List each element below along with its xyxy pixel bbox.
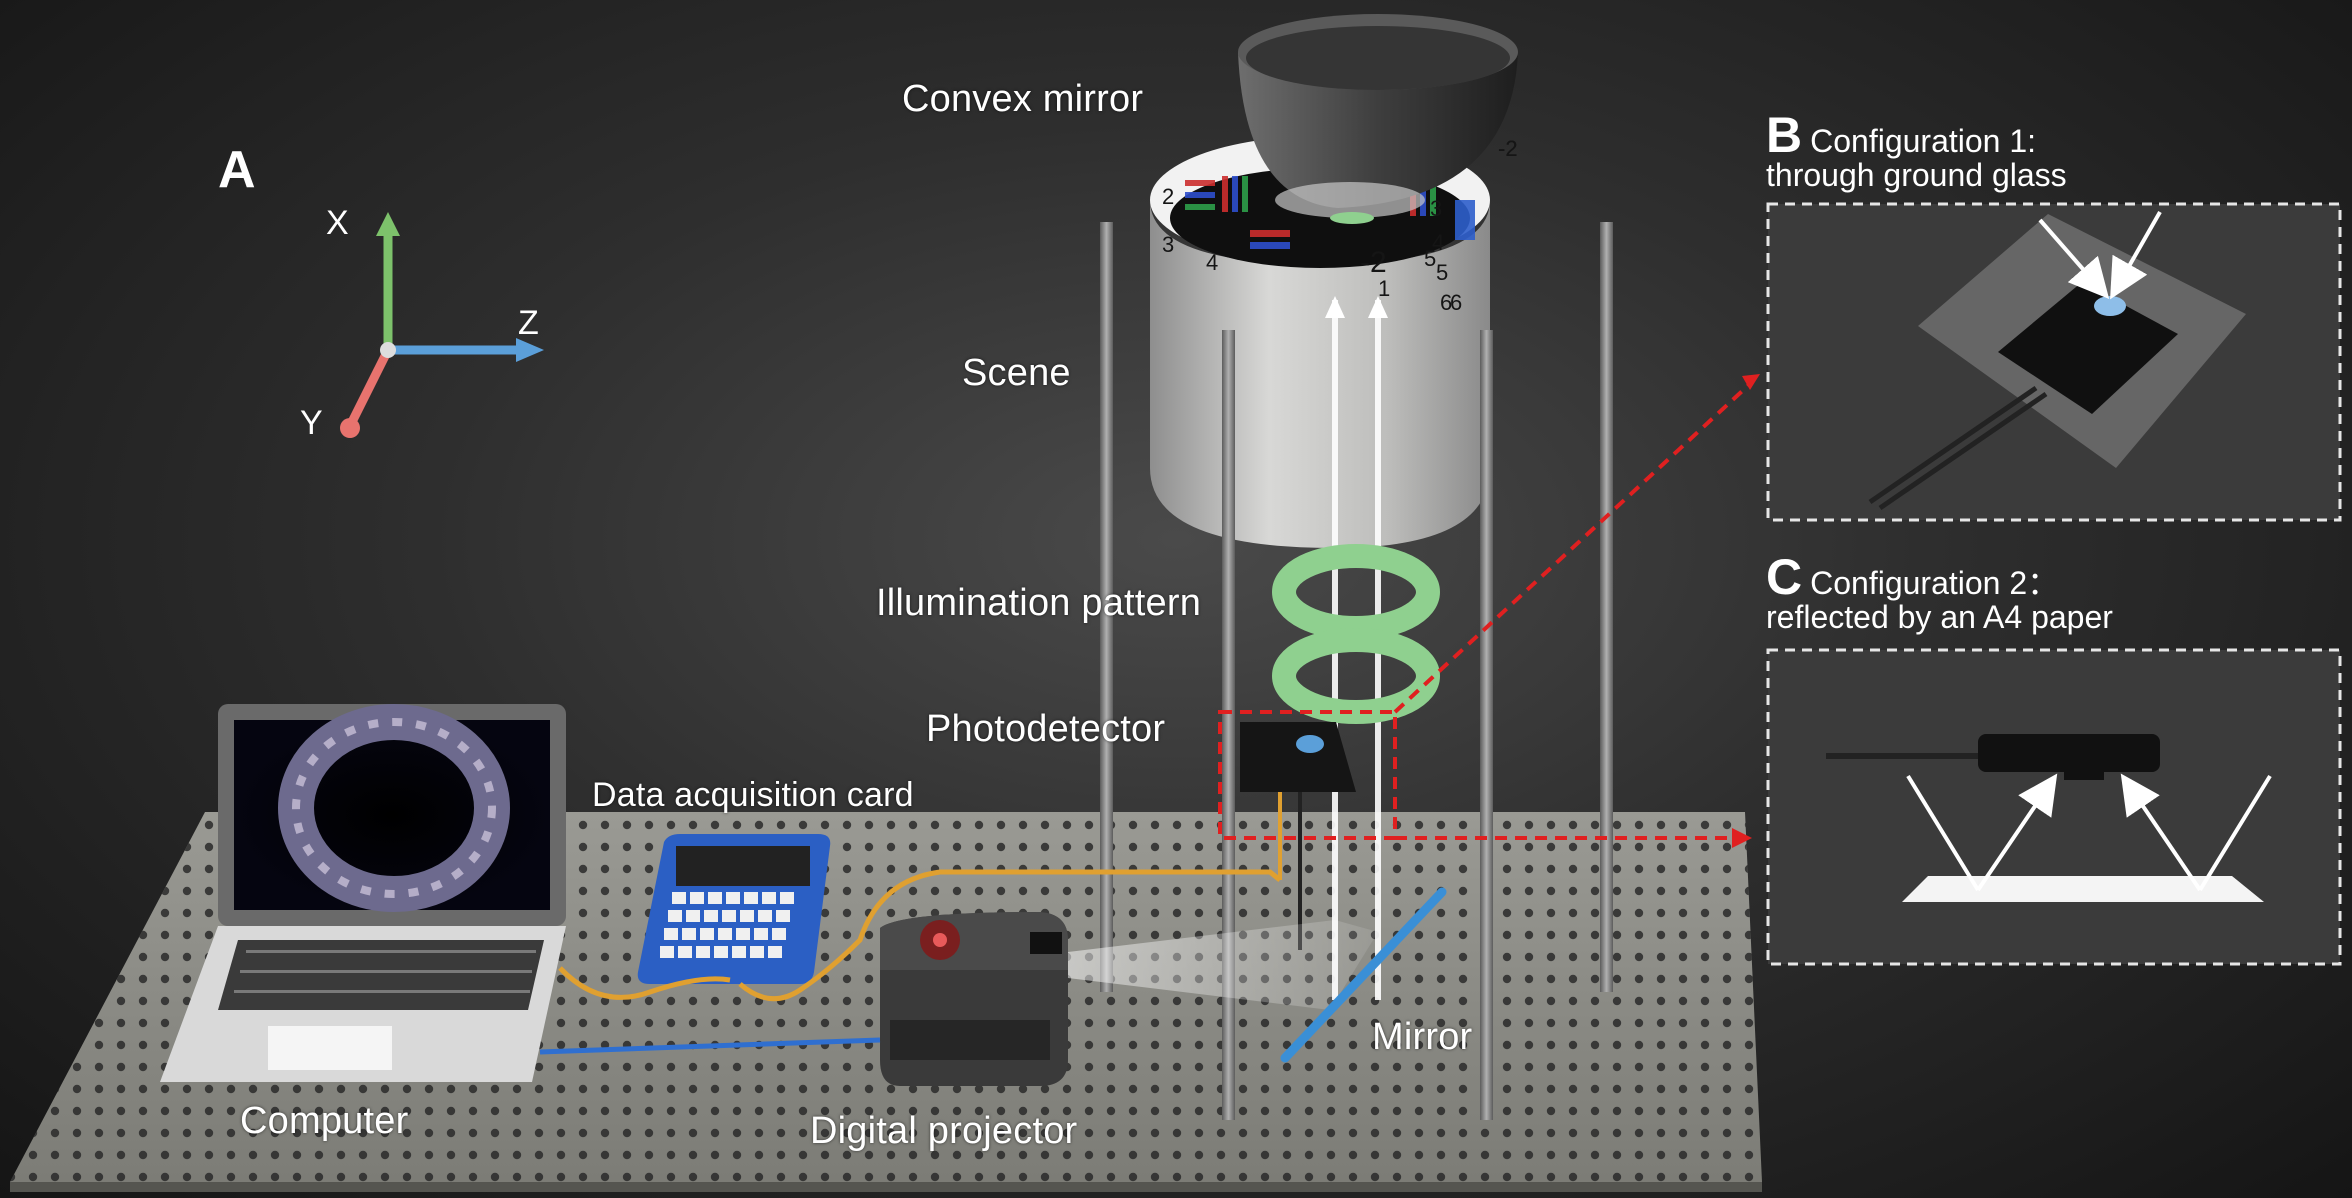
label-photodetector: Photodetector bbox=[926, 708, 1166, 750]
axis-z-label: Z bbox=[518, 304, 539, 342]
scene-chart-number: 6 bbox=[1450, 290, 1463, 315]
scene-chart-number: 5 bbox=[1424, 246, 1437, 271]
panel-b-letter: B bbox=[1766, 107, 1803, 163]
axis-x-label: X bbox=[326, 204, 349, 242]
scene-chart-number: 6 bbox=[1440, 290, 1453, 315]
scene-chart-number: 4 bbox=[1206, 250, 1219, 275]
label-data-acquisition-card: Data acquisition card bbox=[592, 776, 914, 814]
illumination-pattern-rings bbox=[1272, 544, 1440, 724]
support-poles-front bbox=[1222, 330, 1493, 1120]
support-poles bbox=[1100, 222, 1613, 992]
scene-chart-number: 5 bbox=[1436, 260, 1449, 285]
panel-c-illustration bbox=[1766, 648, 2342, 966]
label-convex-mirror: Convex mirror bbox=[902, 78, 1144, 120]
label-computer: Computer bbox=[240, 1100, 409, 1142]
daq-card-device bbox=[637, 834, 831, 984]
label-mirror: Mirror bbox=[1372, 1016, 1473, 1058]
scene-chart-number: 1 bbox=[1378, 276, 1391, 301]
label-scene: Scene bbox=[962, 352, 1071, 394]
scene-chart-number: -2 bbox=[1360, 246, 1387, 279]
label-illumination-pattern: Illumination pattern bbox=[876, 582, 1202, 624]
panel-b-illustration bbox=[1766, 202, 2342, 522]
convex-mirror-bowl bbox=[1238, 14, 1518, 224]
folding-mirror bbox=[1280, 887, 1447, 1063]
panel-c-title-line1: Configuration 2： bbox=[1810, 565, 2060, 601]
panel-a-letter: A bbox=[218, 141, 256, 199]
label-digital-projector: Digital projector bbox=[810, 1110, 1078, 1152]
laptop-computer bbox=[160, 704, 566, 1082]
scene-chart-number: 2 bbox=[1162, 184, 1175, 209]
projector-beam bbox=[1068, 920, 1378, 1010]
axis-y-label: Y bbox=[300, 404, 323, 442]
panel-c-letter: C bbox=[1766, 549, 1803, 605]
scene-chart-number: 3 bbox=[1162, 232, 1175, 257]
coordinate-axes bbox=[340, 212, 544, 438]
panel-b-title-line1: Configuration 1: bbox=[1810, 123, 2037, 159]
photodetector-device bbox=[1240, 722, 1356, 950]
scene-chart-number: -2 bbox=[1498, 136, 1518, 161]
cables bbox=[539, 869, 1282, 1055]
scene-chart-number: 3 bbox=[1430, 196, 1443, 221]
scene-chart-number: 4 bbox=[1432, 230, 1445, 255]
digital-projector-device bbox=[880, 912, 1068, 1086]
scene-chart-number: -2 bbox=[1498, 136, 1518, 161]
panel-c-title-line2: reflected by an A4 paper bbox=[1766, 599, 2113, 635]
panel-b-title-line2: through ground glass bbox=[1766, 157, 2067, 193]
photodetector-highlight bbox=[1218, 374, 1760, 848]
